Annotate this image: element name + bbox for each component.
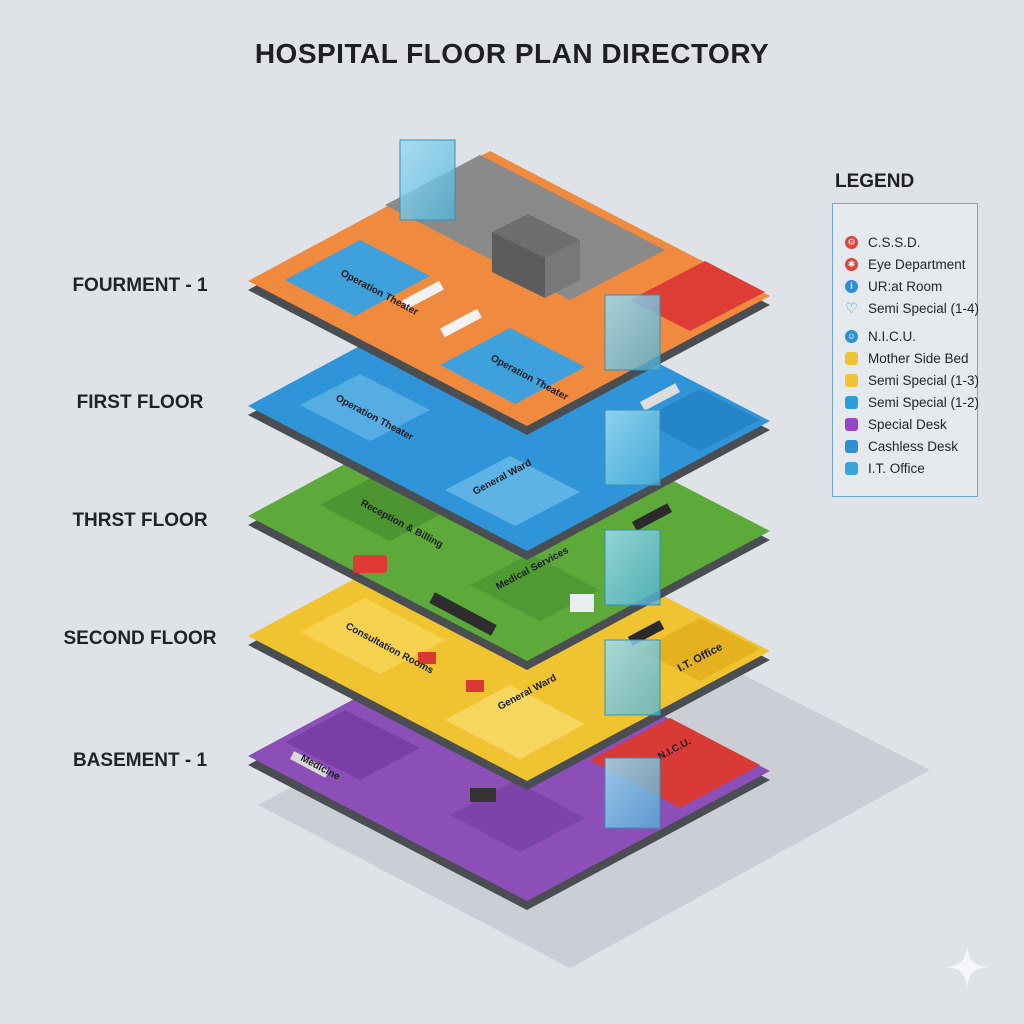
first-desk — [639, 383, 681, 411]
top-building-front — [492, 232, 545, 298]
third-desk-right — [631, 503, 673, 531]
basement-room-medicine[interactable] — [285, 710, 420, 780]
legend-item-cashless[interactable]: Cashless Desk — [845, 437, 958, 455]
third-machine — [570, 594, 594, 612]
sparkle-icon — [946, 946, 988, 988]
legend-label: UR:at Room — [868, 278, 943, 294]
legend-title: LEGEND — [835, 171, 915, 192]
gear-icon: ⚙ — [845, 235, 858, 249]
legend-item-special[interactable]: Special Desk — [845, 415, 947, 433]
floor-label-second[interactable]: SECOND FLOOR — [63, 628, 217, 649]
legend-label: Eye Department — [868, 256, 966, 272]
legend-label: C.S.S.D. — [868, 234, 921, 250]
elevator-glass-3 — [604, 529, 661, 606]
legend-item-semi13[interactable]: Semi Special (1-3) — [845, 371, 979, 389]
top-room-ot-2[interactable] — [440, 328, 585, 404]
floor-label-basement[interactable]: BASEMENT - 1 — [72, 750, 208, 771]
top-building-block — [492, 214, 580, 258]
legend-item-cssd[interactable]: ⚙ C.S.S.D. — [845, 233, 921, 251]
second-room-ward[interactable] — [445, 685, 585, 759]
legend-label: Special Desk — [868, 416, 947, 432]
legend-label: Mother Side Bed — [868, 350, 969, 366]
legend-box: ⚙ C.S.S.D. ✱ Eye Department i UR:at Room… — [832, 203, 979, 497]
floor-label-first[interactable]: FIRST FLOOR — [76, 392, 204, 413]
third-room-medical[interactable] — [470, 554, 600, 621]
first-room-right[interactable] — [640, 389, 760, 451]
legend-label: N.I.C.U. — [868, 328, 917, 344]
floor-label-third[interactable]: THRST FLOOR — [72, 510, 208, 531]
heart-icon: ♡ — [845, 300, 858, 316]
floor-label-top[interactable]: FOURMENT - 1 — [72, 275, 208, 296]
legend-label: Semi Special (1-4) — [868, 300, 980, 316]
blue-square-icon — [845, 439, 858, 453]
elevator-top[interactable] — [399, 139, 456, 221]
elevator-glass-top — [399, 139, 456, 221]
basement-bench — [289, 751, 330, 778]
elevator-stack[interactable] — [604, 294, 661, 829]
yellow-square-icon — [845, 351, 858, 365]
legend-item-urat[interactable]: i UR:at Room — [845, 277, 942, 295]
legend-item-semi14[interactable]: ♡ Semi Special (1-4) — [845, 299, 979, 317]
elevator-glass-2 — [604, 409, 661, 486]
purple-square-icon — [845, 417, 858, 431]
top-bed-2 — [440, 308, 482, 338]
yellow-square-icon — [845, 373, 858, 387]
legend-item-semi12[interactable]: Semi Special (1-2) — [845, 393, 979, 411]
person-icon: ✱ — [845, 257, 858, 271]
second-room-right[interactable] — [640, 618, 760, 681]
second-red-cart — [418, 652, 436, 664]
legend-label: I.T. Office — [868, 460, 925, 476]
first-room-ward[interactable] — [445, 456, 580, 526]
legend-item-it[interactable]: I.T. Office — [845, 459, 925, 477]
legend-label: Cashless Desk — [868, 438, 959, 454]
third-ambulance — [353, 555, 387, 573]
elevator-glass-4 — [604, 639, 661, 716]
legend-item-mother[interactable]: Mother Side Bed — [845, 349, 969, 367]
page-title: HOSPITAL FLOOR PLAN DIRECTORY — [254, 38, 770, 69]
legend-item-eye[interactable]: ✱ Eye Department — [845, 255, 966, 273]
baby-icon: ☺ — [845, 329, 858, 343]
basement-red-zone[interactable] — [590, 718, 760, 808]
first-room-ot[interactable] — [300, 374, 430, 441]
top-room-ot-1[interactable] — [285, 240, 430, 316]
top-building-side — [545, 240, 580, 298]
top-bed-1 — [402, 280, 444, 310]
info-icon: i — [845, 279, 858, 293]
top-red-zone[interactable] — [630, 261, 765, 331]
blue-square-icon — [845, 395, 858, 409]
legend-label: Semi Special (1-3) — [868, 372, 980, 388]
basement-equipment — [470, 788, 496, 802]
elevator-glass-1 — [604, 294, 661, 371]
third-desk — [429, 592, 497, 636]
second-red-cart-2 — [466, 680, 484, 692]
legend-label: Semi Special (1-2) — [868, 394, 980, 410]
elevator-glass-5 — [604, 757, 661, 829]
blue-square-icon — [845, 461, 858, 475]
third-room-reception[interactable] — [320, 476, 445, 541]
second-room-consultation[interactable] — [300, 598, 445, 674]
legend-item-nicu[interactable]: ☺ N.I.C.U. — [845, 327, 916, 345]
second-desk — [627, 620, 665, 646]
